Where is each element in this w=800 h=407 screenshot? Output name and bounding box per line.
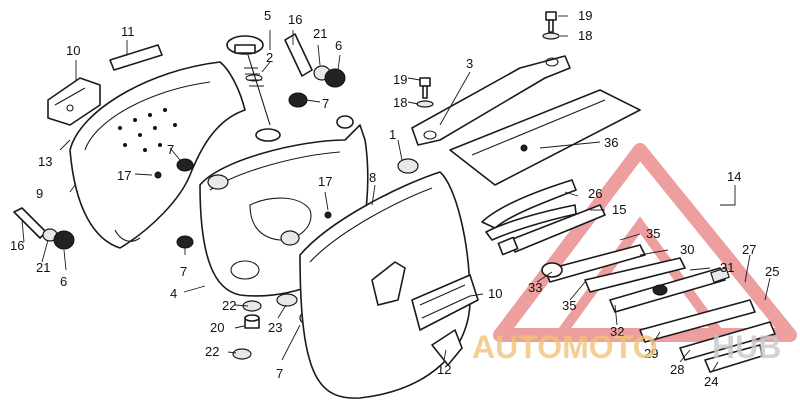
label-29: 29: [644, 346, 658, 361]
label-25: 25: [765, 264, 779, 279]
label-27: 27: [742, 242, 756, 257]
rubber-strip: [109, 44, 163, 71]
label-21-left: 21: [36, 260, 50, 275]
label-17-mid: 17: [318, 174, 332, 189]
pliers: [481, 179, 577, 241]
tool-bag: [449, 89, 641, 186]
bolt-assembly-left: [13, 207, 75, 250]
label-36: 36: [604, 135, 618, 150]
label-16-top: 16: [288, 12, 302, 27]
screw-mid: [416, 77, 434, 108]
label-10-left: 10: [66, 43, 80, 58]
label-35-lower: 35: [562, 298, 576, 313]
label-20: 20: [210, 320, 224, 335]
label-28: 28: [670, 362, 684, 377]
label-14: 14: [727, 169, 741, 184]
label-7-bottom: 7: [276, 366, 283, 381]
label-19-top: 19: [578, 8, 592, 23]
screwdriver: [497, 204, 606, 256]
label-19-mid: 19: [393, 72, 407, 87]
label-33: 33: [528, 280, 542, 295]
label-1: 1: [389, 127, 396, 142]
label-24: 24: [704, 374, 718, 389]
label-30: 30: [680, 242, 694, 257]
label-6-left: 6: [60, 274, 67, 289]
label-7-left: 7: [167, 142, 174, 157]
label-16-left: 16: [10, 238, 24, 253]
label-7-top: 7: [322, 96, 329, 111]
bolt-assembly-top: [284, 33, 346, 88]
watermark-automoto: AUTOMOTO: [472, 329, 657, 365]
screw-top-right: [542, 11, 560, 40]
leader-lines: [21, 15, 771, 373]
label-31: 31: [720, 260, 734, 275]
label-10-right: 10: [488, 286, 502, 301]
label-35-upper: 35: [646, 226, 660, 241]
right-side-cover: [299, 171, 479, 399]
label-13: 13: [38, 154, 52, 169]
tool-tray-bracket: [411, 55, 571, 146]
label-4: 4: [170, 286, 177, 301]
label-8: 8: [369, 170, 376, 185]
label-23: 23: [268, 320, 282, 335]
label-2: 2: [266, 50, 273, 65]
label-6-top: 6: [335, 38, 342, 53]
mounting-bracket: [47, 77, 101, 126]
label-18-mid: 18: [393, 95, 407, 110]
label-7-lower: 7: [180, 264, 187, 279]
left-side-cover: [69, 61, 246, 249]
filler-cap: [226, 35, 271, 126]
bolt-20: [244, 314, 260, 329]
label-22-upper: 22: [222, 298, 236, 313]
label-3: 3: [466, 56, 473, 71]
label-9: 9: [36, 186, 43, 201]
label-15: 15: [612, 202, 626, 217]
watermark-text: AUTOMOTO HUB: [472, 329, 781, 365]
label-5: 5: [264, 8, 271, 23]
label-22-lower: 22: [205, 344, 219, 359]
watermark-hub: HUB: [712, 329, 781, 365]
label-17-left: 17: [117, 168, 131, 183]
label-32: 32: [610, 324, 624, 339]
wrenches: [541, 244, 776, 373]
label-12: 12: [437, 362, 451, 377]
callout-labels: 11 10 13 9 16 21 6 5 2 16 21 6 7 7 17 7 …: [10, 8, 779, 389]
label-21-top: 21: [313, 26, 327, 41]
label-26: 26: [588, 186, 602, 201]
label-18-top: 18: [578, 28, 592, 43]
label-11: 11: [121, 24, 135, 39]
